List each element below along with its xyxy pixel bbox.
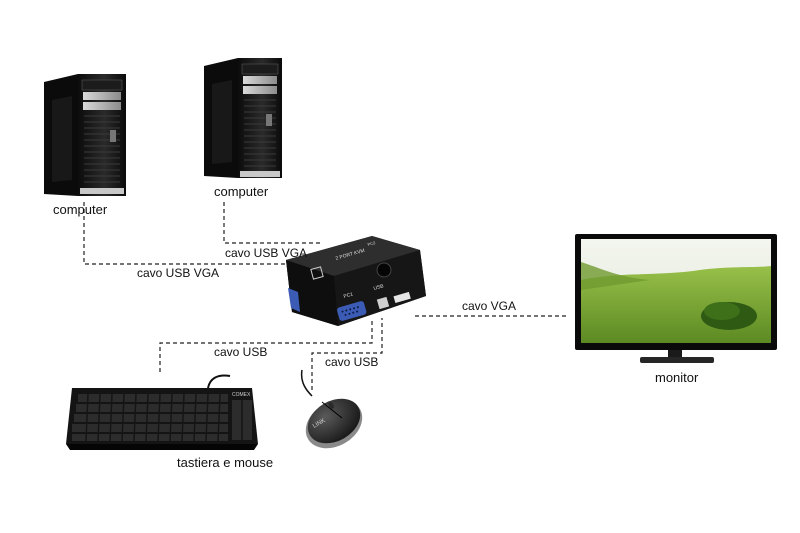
vga-port-side	[288, 288, 300, 312]
kvm-usb-text: USB	[373, 283, 385, 292]
kvm-select-button	[376, 262, 392, 278]
keyboard-brand-text: COMEX	[232, 392, 251, 398]
computer-left	[44, 74, 126, 196]
label-cable-usb-keyboard: cavo USB	[214, 345, 268, 359]
label-monitor: monitor	[655, 370, 699, 385]
cable-keyboard	[159, 318, 373, 372]
kvm-switch: 2 PORT KVM PC1 PC2 USB	[286, 236, 426, 326]
label-cable-usb-vga-pc1: cavo USB VGA	[137, 266, 220, 280]
usb-port-a	[393, 291, 411, 304]
label-cable-vga: cavo VGA	[462, 299, 517, 313]
label-cable-usb-vga-pc2: cavo USB VGA	[225, 246, 308, 260]
usb-port-b	[376, 296, 390, 310]
computer-right	[204, 58, 282, 178]
cable-pc2	[223, 202, 320, 244]
cable-pc1	[83, 202, 290, 265]
label-computer-left: computer	[53, 202, 108, 217]
mouse-brand-text: LINK	[312, 418, 327, 430]
label-computer-right: computer	[214, 184, 269, 199]
label-cable-usb-mouse: cavo USB	[325, 355, 379, 369]
keyboard: COMEX	[66, 374, 258, 450]
label-keyboard-mouse: tastiera e mouse	[177, 455, 274, 470]
kvm-pc2-text: PC2	[367, 240, 377, 247]
cable-lines	[83, 202, 568, 390]
cable-mouse	[311, 318, 383, 390]
vga-port	[337, 301, 367, 321]
mouse: LINK	[300, 369, 363, 449]
kvm-pc1-text: PC1	[343, 291, 354, 300]
monitor	[575, 234, 777, 363]
